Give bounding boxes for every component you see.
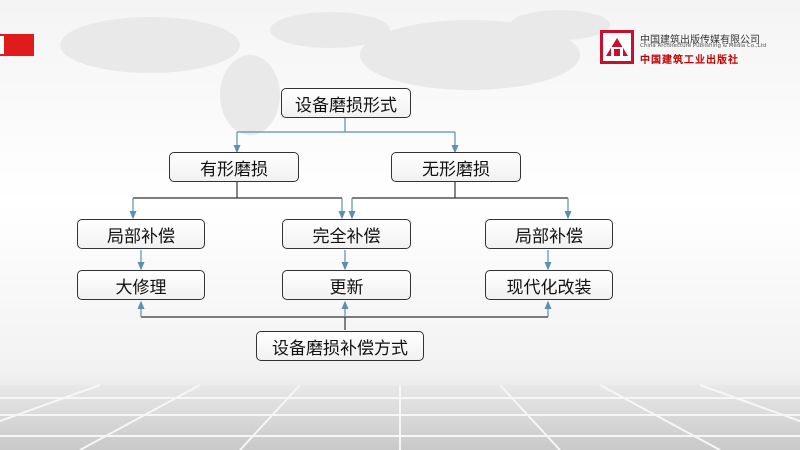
publisher-name-cn: 中国建筑出版传媒有限公司 — [640, 35, 760, 46]
publisher-name-en: China Architecture Publishing & Media Co… — [640, 43, 767, 49]
world-map-watermark — [60, 10, 610, 135]
node-partial-compensation-left: 局部补偿 — [77, 219, 205, 249]
node-modernization: 现代化改装 — [485, 270, 613, 300]
node-intangible-wear: 无形磨损 — [391, 152, 521, 182]
publisher-logo: 中国建筑出版传媒有限公司 China Architecture Publishi… — [600, 30, 790, 70]
floor-grid — [0, 384, 800, 450]
publisher-name-cn-calligraphy: 中国建筑工业出版社 — [640, 55, 739, 66]
node-overhaul: 大修理 — [77, 270, 205, 300]
accent-bar — [0, 34, 34, 56]
node-root: 设备磨损形式 — [281, 88, 411, 118]
node-tangible-wear: 有形磨损 — [169, 152, 299, 182]
node-partial-compensation-right: 局部补偿 — [485, 219, 613, 249]
node-renewal: 更新 — [282, 270, 411, 300]
node-complete-compensation: 完全补偿 — [282, 219, 411, 249]
accent-bar-stripe — [0, 36, 4, 54]
publisher-logo-icon — [600, 30, 634, 64]
node-compensation-methods: 设备磨损补偿方式 — [256, 331, 424, 361]
